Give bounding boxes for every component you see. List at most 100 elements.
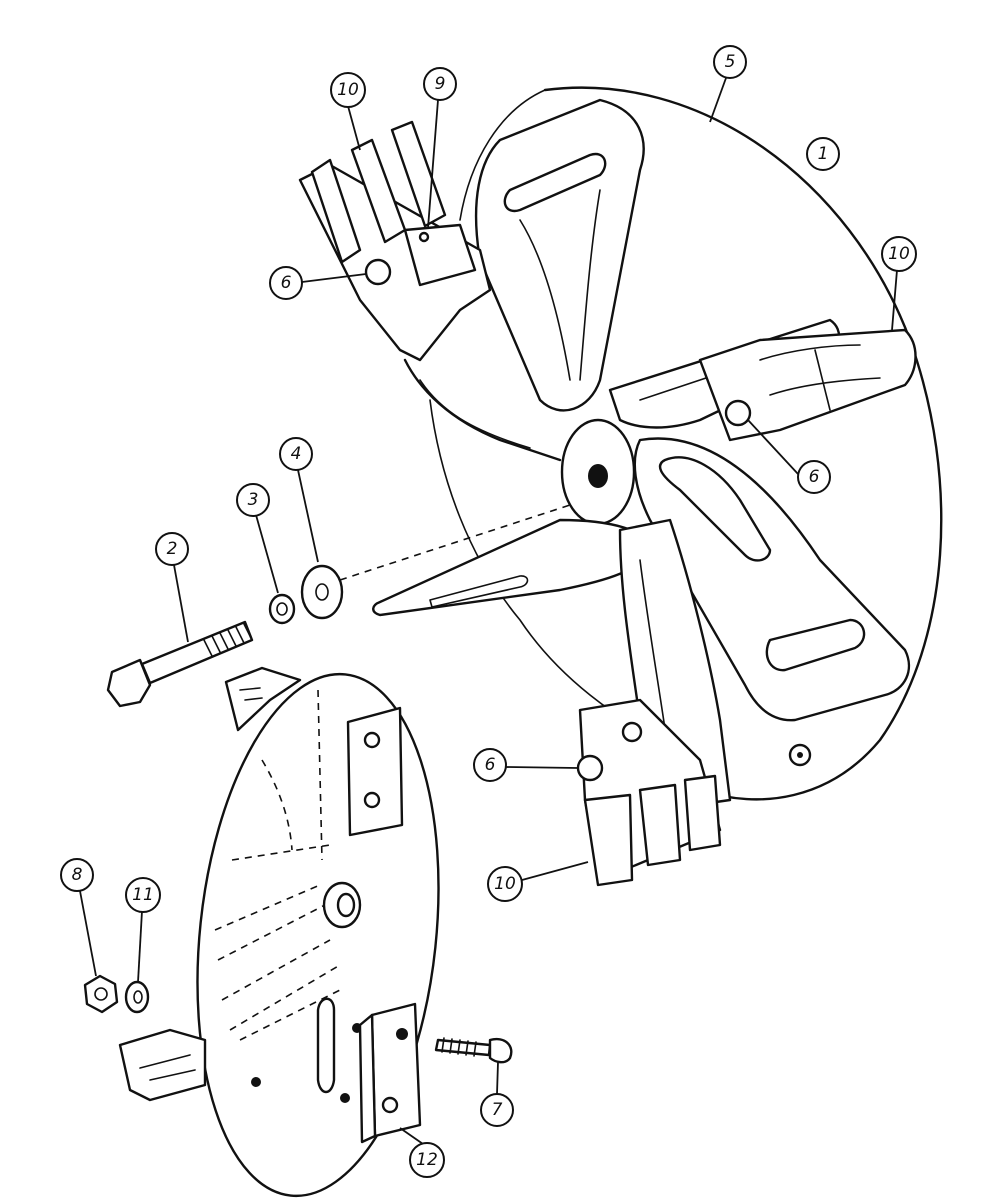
- hex-nut-hole: [94, 987, 108, 1001]
- callout-6-upper-text: 6: [281, 273, 292, 293]
- lower-teeth-cluster: [576, 698, 812, 887]
- callout-9-text: 9: [435, 74, 446, 94]
- right-tooth-3: [814, 349, 831, 411]
- upper-teeth-cluster: [298, 120, 492, 362]
- callout-6-lower: 6: [473, 748, 579, 782]
- plate-hole-2: [340, 1093, 350, 1103]
- upper-clamp-hole-1: [363, 731, 381, 749]
- callout-1-text: 1: [818, 144, 829, 164]
- bolt-head: [106, 658, 152, 708]
- front-plate-assembly: [118, 666, 440, 1198]
- left-support-bar-2: [419, 379, 531, 449]
- callout-6-right-text: 6: [809, 467, 820, 487]
- lower-clamp-block: [370, 1002, 422, 1138]
- callout-2-text: 2: [167, 539, 178, 559]
- hex-nut: [83, 974, 119, 1014]
- callout-8-text: 8: [72, 865, 83, 885]
- plate-hole-3: [251, 1077, 261, 1087]
- rear-bracket-inner: [139, 1054, 196, 1081]
- callout-6-lower-text: 6: [485, 755, 496, 775]
- callout-9: 9: [423, 67, 457, 229]
- upper-arm: [474, 98, 645, 412]
- right-pivot-pin: [724, 399, 752, 427]
- rim-nut-hole: [797, 752, 803, 758]
- lower-clamp-hole-2: [381, 1096, 399, 1114]
- hidden-line-1: [317, 689, 323, 861]
- callout-11-text: 11: [132, 885, 154, 905]
- callout-4: 4: [279, 437, 319, 563]
- upper-clamp-hole-2: [363, 791, 381, 809]
- hidden-line-7: [239, 989, 341, 1041]
- upper-arm-ridge: [519, 219, 571, 381]
- nut-washer-set: [83, 974, 150, 1014]
- right-tooth-2: [769, 377, 881, 396]
- rear-bracket: [118, 1028, 207, 1102]
- top-mounting-bracket-holes: [239, 687, 263, 701]
- callout-10-bottom: 10: [487, 861, 589, 902]
- flat-washer-hole: [315, 583, 329, 601]
- upper-arm-slot: [503, 152, 607, 213]
- lower-left-blade: [372, 518, 652, 617]
- callout-12-text: 12: [416, 1150, 438, 1170]
- upper-arm-ridge-2: [579, 189, 601, 381]
- lower-clamp-side: [358, 1013, 377, 1144]
- center-hub-bore: [588, 464, 608, 488]
- hidden-line-2: [231, 844, 331, 861]
- lower-right-arm-slot: [658, 456, 772, 562]
- callout-5-text: 5: [725, 52, 736, 72]
- callout-10-right-text: 10: [888, 244, 910, 264]
- top-mounting-bracket: [224, 666, 302, 732]
- lower-right-arm-end-slot: [765, 618, 866, 672]
- upper-teeth-pin-9: [418, 231, 430, 243]
- upper-tooth-3: [390, 120, 447, 228]
- lower-tooth-3: [683, 774, 722, 852]
- flat-washer: [300, 564, 344, 620]
- screw-thread: [441, 1037, 477, 1057]
- callout-12: 12: [399, 1127, 445, 1178]
- right-tooth-1: [759, 344, 861, 361]
- nut-washer: [124, 980, 150, 1014]
- callout-11: 11: [125, 877, 161, 983]
- callout-10-right: 10: [881, 236, 917, 331]
- upper-clamp-block: [346, 706, 404, 837]
- main-disc-back-edge: [459, 89, 546, 221]
- callout-6-right: 6: [747, 419, 831, 494]
- callout-6-upper: 6: [269, 266, 367, 300]
- lower-left-blade-slot: [429, 575, 529, 608]
- callout-8: 8: [60, 858, 97, 977]
- hidden-line-6: [229, 964, 341, 1031]
- callout-3-text: 3: [248, 490, 259, 510]
- callout-10-top: 10: [330, 72, 366, 151]
- plate-hub-bushing-hole: [336, 892, 356, 918]
- bolt-thread: [203, 623, 253, 657]
- callout-1: 1: [806, 137, 840, 171]
- callout-7-text: 7: [492, 1100, 503, 1120]
- callout-3: 3: [236, 483, 279, 594]
- hidden-line-3: [214, 884, 321, 931]
- right-teeth-cluster: [698, 328, 917, 442]
- main-disc-assembly: [372, 86, 943, 812]
- upper-tooth-1: [310, 158, 362, 264]
- callout-2: 2: [155, 532, 189, 643]
- lock-washer-hole: [276, 602, 288, 616]
- bolt-shank: [140, 620, 254, 685]
- main-disc: [543, 86, 943, 801]
- lower-pivot-pin-2: [621, 721, 643, 743]
- lower-pivot-pin: [576, 754, 604, 782]
- plate-hub-bushing: [322, 881, 362, 929]
- lock-washer: [268, 593, 296, 625]
- bolt-axis-dash: [339, 504, 571, 581]
- lower-tooth-1: [583, 793, 634, 887]
- screw-head: [488, 1037, 513, 1064]
- upper-pivot-pin: [364, 258, 392, 286]
- callout-5: 5: [709, 45, 747, 123]
- screw: [434, 1037, 513, 1064]
- callout-10-top-text: 10: [337, 80, 359, 100]
- bolt-assembly: [106, 504, 571, 708]
- callout-4-text: 4: [291, 444, 302, 464]
- lower-right-arm: [633, 437, 911, 722]
- plate-slot: [316, 997, 336, 1094]
- lower-tooth-2: [638, 783, 682, 867]
- callout-10-bottom-text: 10: [494, 874, 516, 894]
